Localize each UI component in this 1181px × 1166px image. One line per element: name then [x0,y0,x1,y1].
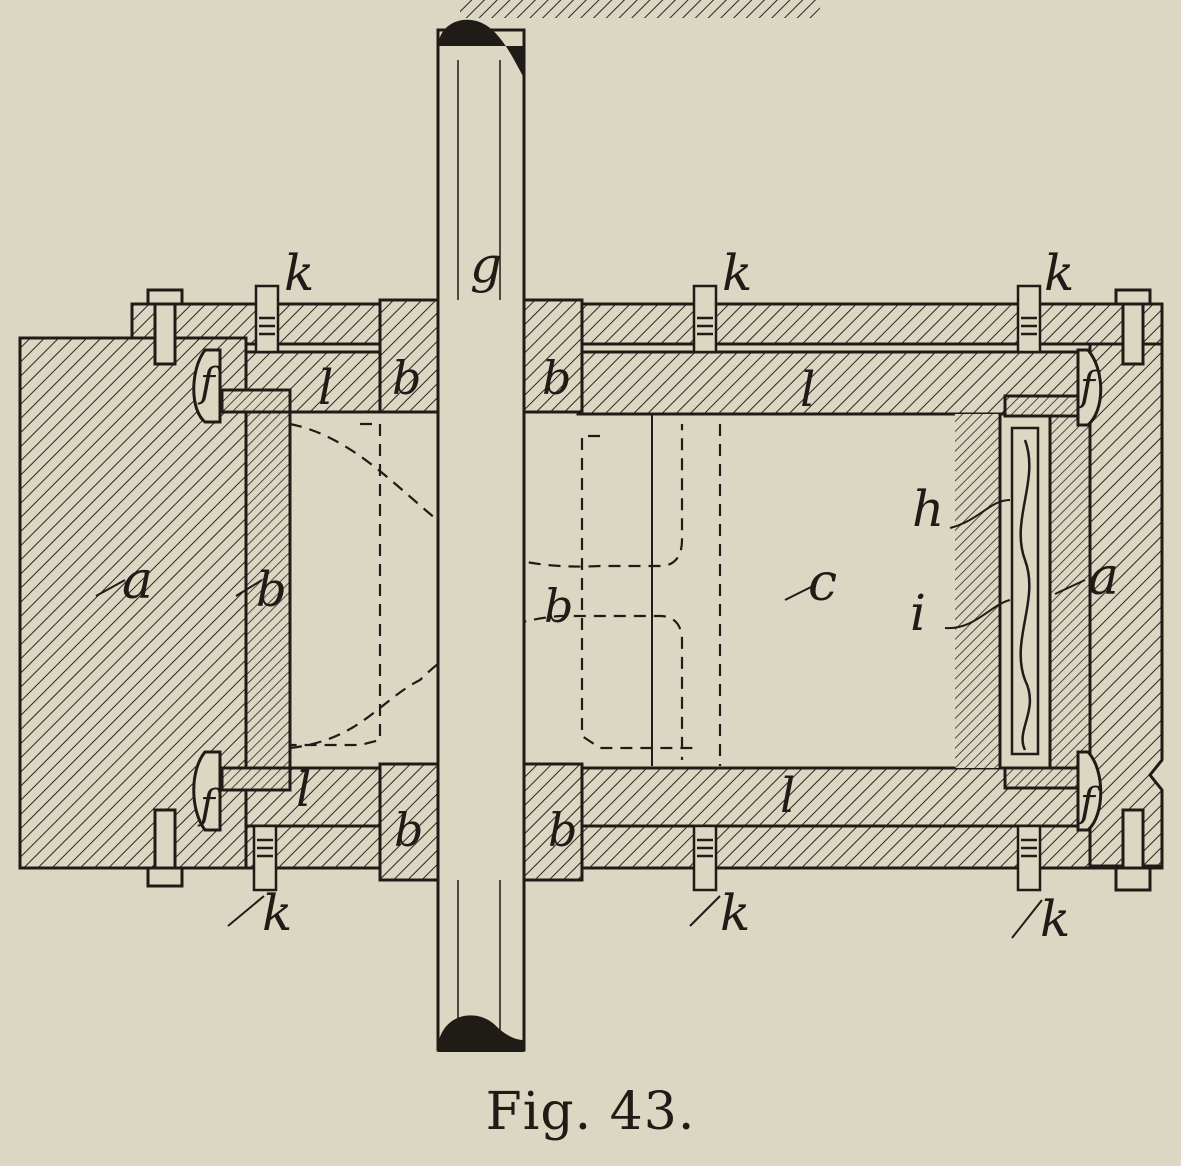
label-h: h [912,480,944,538]
label-b-left: b [256,562,287,618]
flange-br [1003,766,1087,790]
label-i: i [910,584,926,642]
label-a-right: a [1088,547,1119,607]
label-l-bottom-right: l [780,768,795,824]
flange-bl [220,766,292,792]
label-l-top-right: l [800,362,815,418]
leader-lines [95,499,1086,939]
label-a-left: a [122,551,153,611]
label-b-top-left: b [392,351,421,405]
label-b-bottom-left: b [394,803,423,857]
bolt-top-right [1114,288,1152,366]
screw-k-bottom-3 [1016,824,1042,892]
screw-k-top-3 [1016,284,1042,354]
screw-k-bottom-1 [252,824,278,892]
right-block-a [1088,342,1164,868]
hub-bottom-right [520,762,584,882]
shaft-g [436,19,526,1052]
label-l-bottom-left: l [296,762,311,818]
spring-inner [1010,426,1040,756]
label-k-top-3: k [1044,244,1074,302]
bolt-bottom-left [146,808,184,888]
screw-k-bottom-2 [692,824,718,892]
label-b-top-right: b [542,351,571,405]
label-k-bottom-2: k [720,884,750,942]
label-g: g [470,236,502,294]
hub-top-right [520,298,584,414]
label-l-top-left: l [318,360,333,416]
label-k-top-2: k [722,244,752,302]
bolt-bottom-right [1114,808,1152,892]
figure-caption: Fig. 43. [485,1082,696,1142]
spring-h [1019,439,1032,751]
bracket-f-tl [192,348,222,424]
label-k-top-1: k [284,244,314,302]
top-ground-hatch [460,0,820,18]
screw-k-top-1 [254,284,280,354]
label-b-center: b [544,579,573,633]
label-b-bottom-right: b [548,803,577,857]
bolt-top-left [146,288,184,366]
label-c: c [808,553,837,613]
top-cover-plate [130,302,1164,346]
bottom-cover-plate [130,824,1164,870]
hub-top-left [378,298,442,414]
bracket-f-br [1076,750,1103,832]
right-thin-plate [1048,412,1092,770]
flange-tl [220,388,292,414]
label-k-bottom-3: k [1040,890,1070,948]
screw-k-top-2 [692,284,718,354]
bracket-f-bl [192,750,222,832]
right-hatch-strip [955,414,1000,768]
bracket-f-tr [1076,348,1103,427]
spring-housing [998,412,1052,770]
label-k-bottom-1: k [262,884,292,942]
flange-tr [1003,394,1087,418]
